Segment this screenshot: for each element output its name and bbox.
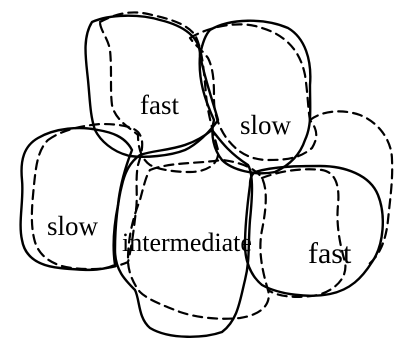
dashed-outline-top-left: [98, 11, 220, 174]
dashed-outline-bottom-right: [260, 168, 347, 298]
solid-outline-top-right: [198, 19, 312, 175]
solid-outline-bottom-right: [243, 164, 384, 297]
dashed-outline-top-right: [188, 23, 318, 162]
region-label-center: intermediate: [122, 228, 252, 257]
solid-outline-top-left: [84, 14, 220, 158]
dashed-outline-center: [126, 158, 270, 320]
solid-outline-bottom-left: [19, 126, 134, 272]
region-label-top-right: slow: [240, 110, 292, 140]
region-label-top-left: fast: [140, 90, 179, 120]
dashed-outline-right-bulge: [308, 110, 394, 267]
region-label-bottom-right: fast: [308, 237, 352, 270]
region-label-bottom-left: slow: [47, 211, 99, 241]
dashed-outline-bottom-left: [30, 122, 144, 271]
solid-outline-center: [113, 128, 254, 338]
